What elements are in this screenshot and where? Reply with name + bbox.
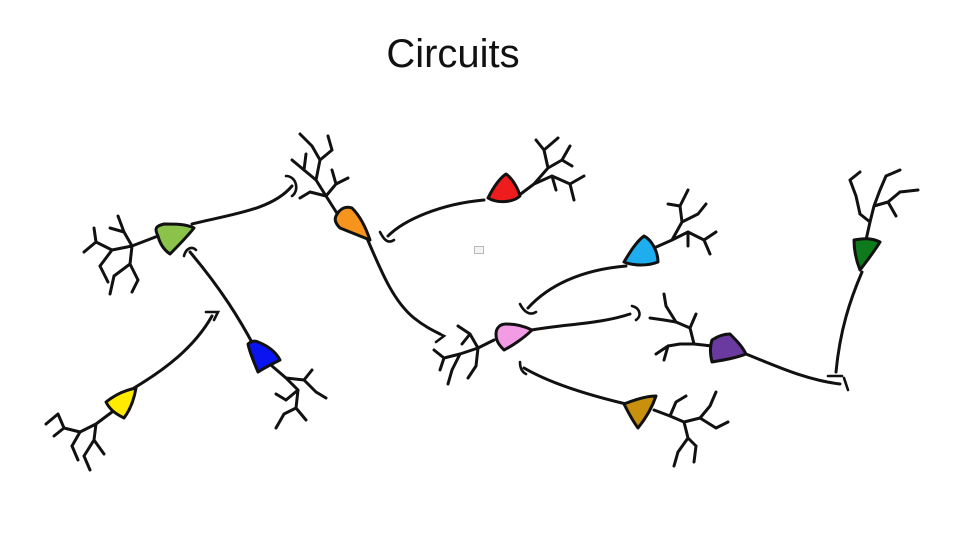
neuron-soma-purple <box>709 332 748 364</box>
neuron-dark-green <box>826 168 920 378</box>
neuron-yellow <box>44 310 221 472</box>
neuron-soma-pink <box>494 322 534 352</box>
slide-title: Circuits <box>386 32 520 76</box>
neuron-light-green <box>82 174 298 296</box>
neuron-blue <box>182 246 328 430</box>
neuron-pink <box>432 304 641 386</box>
neuron-soma-blue <box>246 339 282 374</box>
neuron-soma-yellow <box>104 386 138 420</box>
picture-placeholder-icon <box>474 246 484 254</box>
neuron-soma-light-green <box>154 222 196 256</box>
neuron-soma-dark-green <box>852 237 882 272</box>
neuron-gold <box>518 360 730 468</box>
neuron-purple <box>648 292 850 392</box>
neuron-sky-blue <box>518 188 718 315</box>
neuron-soma-sky-blue <box>622 234 660 267</box>
neuron-soma-gold <box>622 394 658 430</box>
neuron-orange <box>290 132 447 344</box>
neuron-soma-orange <box>333 205 372 242</box>
neuron-red <box>378 136 586 243</box>
neuron-soma-red <box>486 172 522 204</box>
